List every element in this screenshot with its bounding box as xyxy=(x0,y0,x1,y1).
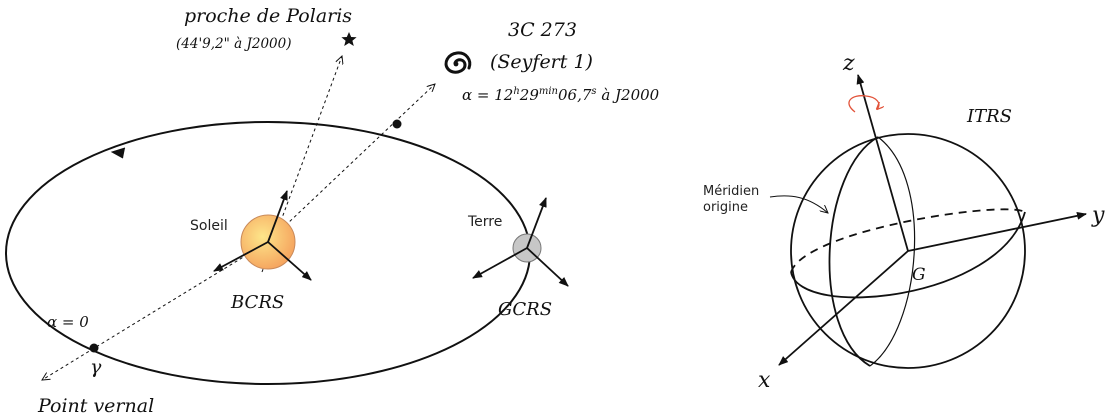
earth-sphere xyxy=(790,133,1026,369)
orbit-point-vernal xyxy=(89,343,99,353)
earth-label: Terre xyxy=(467,214,502,230)
z-axis-label: z xyxy=(842,51,855,76)
bcrs-axis-left xyxy=(213,241,269,272)
gcrs-label: GCRS xyxy=(498,299,552,320)
vernal-direction-line xyxy=(42,241,269,380)
polaris-sublabel: (44'9,2" à J2000) xyxy=(176,36,292,52)
gcrs-axis-right xyxy=(526,247,569,287)
celestial-panel: proche de Polaris (44'9,2" à J2000) 3C 2… xyxy=(5,5,660,417)
quasar-type: (Seyfert 1) xyxy=(490,51,593,73)
meridian-label-line2: origine xyxy=(703,200,748,215)
vernal-point-label: Point vernal xyxy=(37,395,154,417)
polaris-label: proche de Polaris xyxy=(184,5,352,27)
x-axis xyxy=(778,250,909,366)
bcrs-label: BCRS xyxy=(230,292,284,313)
bcrs-axis-right xyxy=(267,241,312,281)
alpha-zero-label: α = 0 xyxy=(47,313,89,331)
bcrs-axis-up xyxy=(267,190,288,243)
rotation-arrow xyxy=(848,95,879,113)
terrestrial-panel: z y x G ITRS Méridien origine xyxy=(703,51,1105,393)
quasar-name: 3C 273 xyxy=(508,19,577,41)
itrs-label: ITRS xyxy=(966,106,1012,127)
sun-label: Soleil xyxy=(190,218,228,234)
meridian-back xyxy=(869,136,916,367)
equator-back xyxy=(790,208,1026,273)
star-icon xyxy=(341,32,357,46)
meridian-leader xyxy=(769,195,828,213)
quasar-right-ascension: α = 12h29min06,7s à J2000 xyxy=(462,86,660,104)
gcrs-axis-up xyxy=(526,197,547,249)
y-axis-label: y xyxy=(1091,203,1105,228)
y-axis xyxy=(907,211,1087,252)
equator-front xyxy=(790,211,1026,299)
quasar-direction-line xyxy=(267,84,435,243)
prime-meridian xyxy=(828,136,879,367)
x-axis-label: x xyxy=(758,368,771,393)
orbit-point-quasar xyxy=(392,119,402,129)
z-axis xyxy=(856,74,909,252)
galaxy-icon xyxy=(444,51,472,74)
orbit-direction-arrow xyxy=(110,147,126,159)
center-label: G xyxy=(912,265,926,285)
meridian-label-line1: Méridien xyxy=(703,184,759,199)
gcrs-axis-left xyxy=(472,247,528,279)
gamma-label: γ xyxy=(90,356,102,378)
